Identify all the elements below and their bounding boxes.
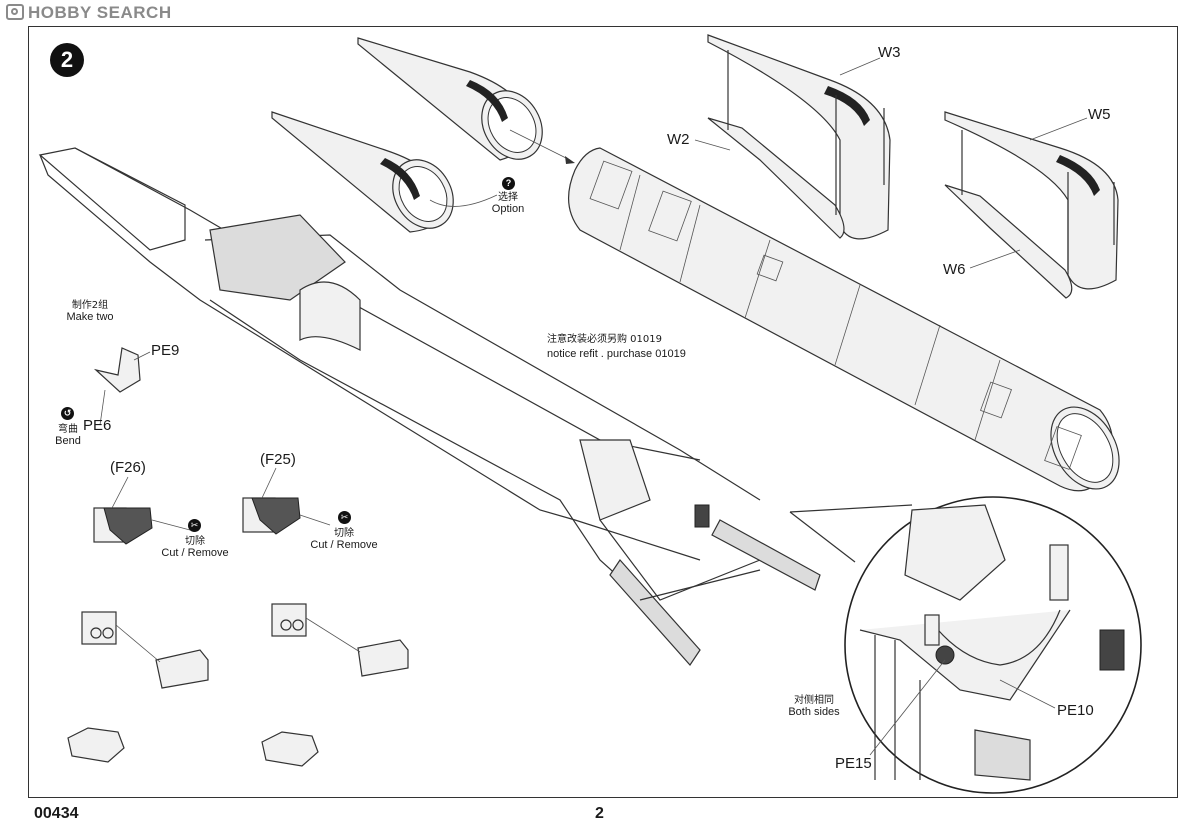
label-pe6: PE6 [83, 417, 112, 434]
make-two-cn: 制作2组 [71, 300, 109, 311]
option-note: 选择 Option [486, 192, 530, 215]
label-f25: (F25) [260, 451, 296, 468]
part-f26 [93, 507, 153, 545]
label-f26: (F26) [110, 459, 146, 476]
page-frame [28, 26, 1178, 798]
refit-cn: 注意改装必须另购 01019 [547, 334, 662, 345]
question-icon: ? [502, 177, 515, 190]
small-parts-left [67, 603, 409, 767]
bend-en: Bend [55, 435, 81, 447]
brand-watermark: HOBBY SEARCH [6, 3, 172, 23]
nose-cone-option-a [357, 37, 543, 161]
make-two-note: 制作2组 Make two [62, 300, 118, 323]
cone-w5 [944, 111, 1119, 299]
cut-note-2: 切除 Cut / Remove [305, 528, 383, 551]
label-pe9: PE9 [151, 342, 180, 359]
label-w5: W5 [1088, 106, 1111, 123]
option-note-en: Option [491, 203, 525, 215]
product-code: 00434 [34, 805, 79, 822]
refit-en: notice refit . purchase 01019 [547, 348, 686, 360]
bracket-pe9 [93, 347, 141, 393]
bend-cn: 弯曲 [58, 424, 78, 435]
cut-icon: ✂ [188, 519, 201, 532]
detail-callout [789, 496, 1142, 794]
cut-1-cn: 切除 [185, 536, 205, 547]
cut-2-en: Cut / Remove [310, 539, 378, 551]
cone-w3 [707, 34, 891, 240]
page-number: 2 [595, 805, 604, 822]
label-w3: W3 [878, 44, 901, 61]
nose-cone-option-b [271, 111, 454, 233]
both-sides-cn: 对侧相同 [794, 695, 834, 706]
bend-note: 弯曲 Bend [52, 424, 84, 447]
make-two-en: Make two [66, 311, 114, 323]
refit-note: 注意改装必须另购 01019 notice refit . purchase 0… [547, 334, 686, 360]
label-pe15: PE15 [835, 755, 872, 772]
label-pe10: PE10 [1057, 702, 1094, 719]
launcher-frame [38, 147, 821, 666]
label-w2: W2 [667, 131, 690, 148]
option-note-cn: 选择 [498, 192, 518, 203]
step-number-badge: 2 [50, 43, 84, 77]
both-sides-en: Both sides [788, 706, 840, 718]
cut-note-1: 切除 Cut / Remove [156, 536, 234, 559]
part-f25 [242, 497, 301, 535]
cut-icon: ✂ [338, 511, 351, 524]
cut-2-cn: 切除 [334, 528, 354, 539]
brand-text: HOBBY SEARCH [28, 3, 172, 22]
label-w6: W6 [943, 261, 966, 278]
missile-body [567, 147, 1120, 492]
both-sides-note: 对侧相同 Both sides [783, 695, 845, 718]
bend-icon: ↺ [61, 407, 74, 420]
brand-logo-icon [6, 4, 24, 20]
cut-1-en: Cut / Remove [161, 547, 229, 559]
